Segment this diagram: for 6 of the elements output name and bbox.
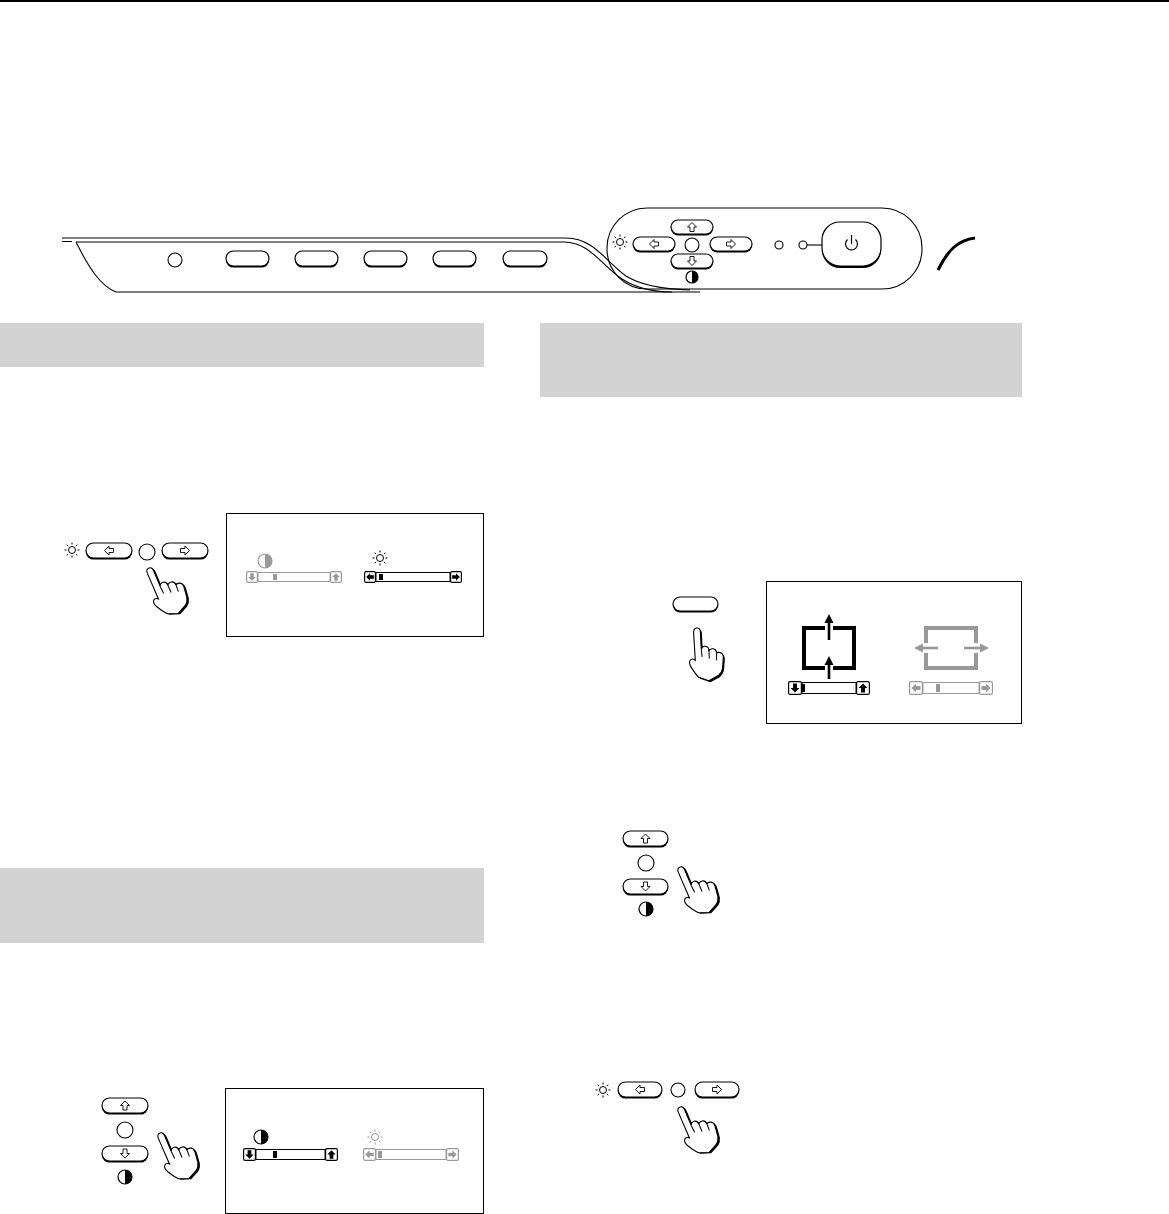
on-screen-display	[766, 581, 1022, 724]
on-screen-display	[226, 513, 484, 637]
on-screen-display	[225, 1088, 484, 1214]
heading-band	[0, 323, 484, 367]
heading-band	[540, 323, 1022, 397]
heading-band	[0, 868, 484, 943]
